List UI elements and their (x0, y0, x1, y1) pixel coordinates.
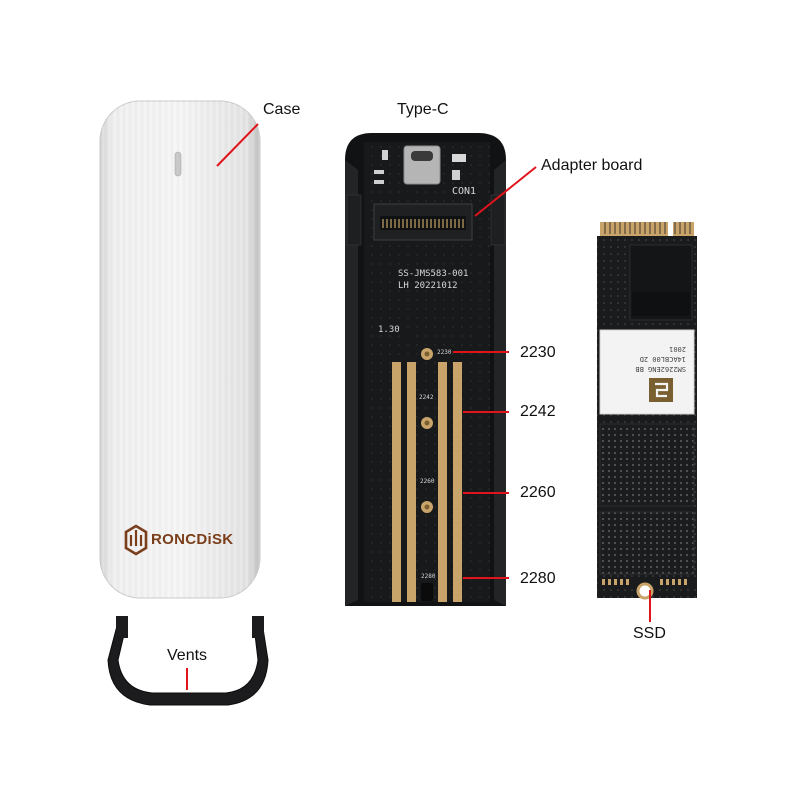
ssd-controller-text: SM2262ENG BB 14ACBL00 2D 2001 (606, 344, 686, 374)
enclosure-tray (345, 133, 506, 606)
pcb-con1: CON1 (452, 186, 477, 197)
ssd-controller-line3: 2001 (669, 345, 686, 353)
case-pointer (216, 123, 259, 167)
pcb-date: LH 20221012 (398, 281, 458, 291)
controller-label (599, 329, 695, 415)
nand-chip (599, 511, 695, 575)
nand-chip (599, 423, 695, 507)
brand-logo (124, 524, 148, 556)
label-adapter-board: Adapter board (541, 157, 643, 174)
label-case: Case (263, 101, 301, 118)
vents-cap (107, 616, 269, 706)
pcb-2230: 2230 (437, 349, 452, 356)
gold-rail (438, 362, 447, 602)
label-type-c: Type-C (397, 101, 449, 118)
label-vents: Vents (167, 647, 208, 664)
label-ssd: SSD (633, 625, 666, 642)
adapter-board-pointer (474, 166, 537, 217)
label-2230: 2230 (520, 344, 556, 361)
brand-name: RONCDiSK (151, 531, 234, 548)
pcb-2280: 2280 (421, 573, 436, 580)
label-2242: 2242 (520, 403, 556, 420)
ssd-module (597, 218, 697, 600)
label-2280: 2280 (520, 570, 556, 587)
pcb-model: SS-JMS583-001 (398, 269, 469, 279)
led-indicator (174, 151, 182, 177)
ssd-controller-line2: 14ACBL00 2D (639, 355, 686, 363)
gold-rail (392, 362, 401, 602)
pcb-2242: 2242 (419, 394, 434, 401)
gold-rail (453, 362, 462, 602)
label-2260: 2260 (520, 484, 556, 501)
pcb-revision: 1.30 (378, 325, 400, 335)
case-shell (99, 100, 261, 599)
annotation-lines (186, 123, 651, 690)
pcb-2260: 2260 (420, 478, 435, 485)
ssd-controller-line1: SM2262ENG BB (635, 365, 686, 373)
gold-rail (407, 362, 416, 602)
